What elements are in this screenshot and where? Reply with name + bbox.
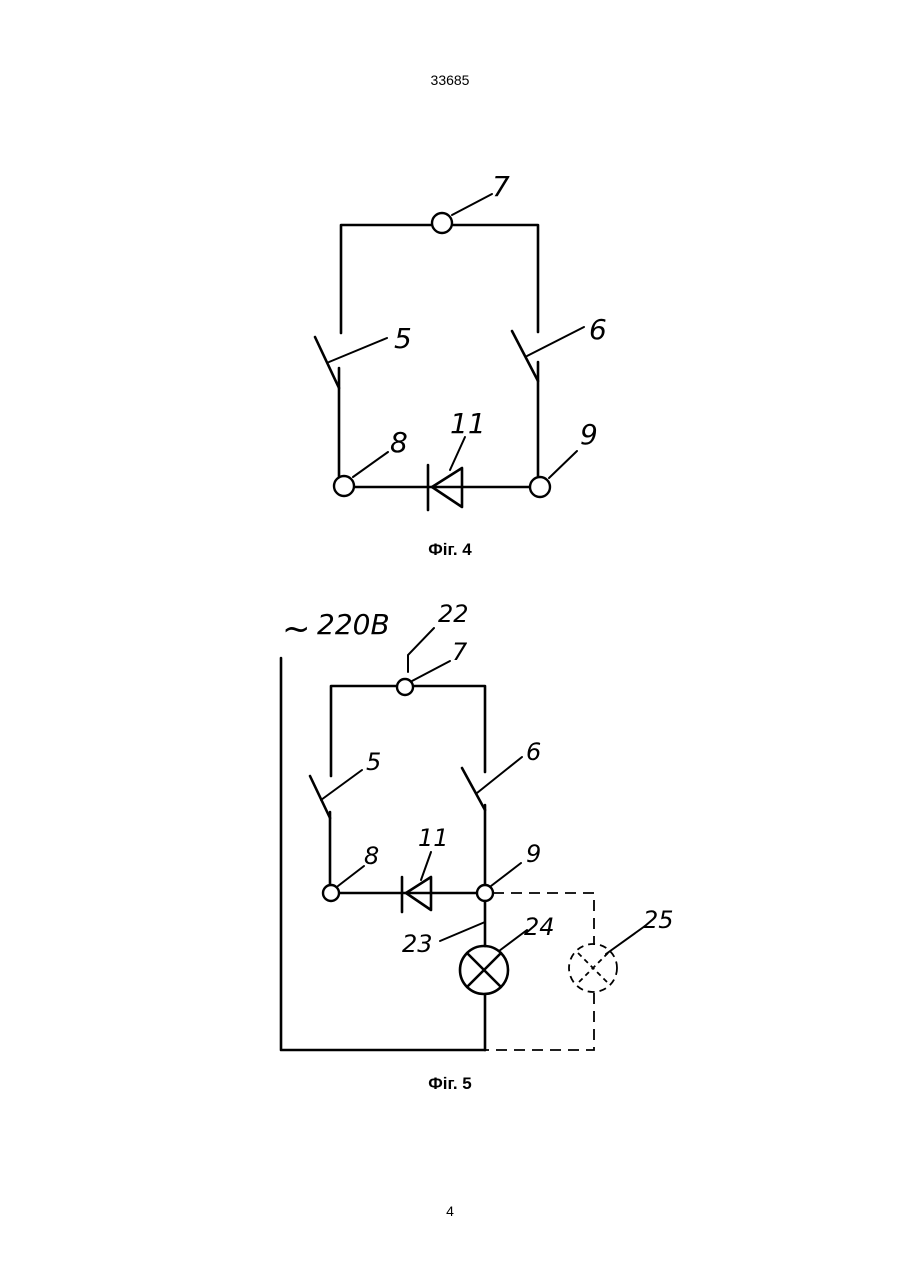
fig5-label-23: 23: [402, 930, 433, 958]
fig4-label-8: 8: [390, 426, 408, 459]
fig5-label-25: 25: [643, 906, 674, 934]
fig4-top-wire-left: [341, 225, 432, 333]
fig4-switch-5-blade: [315, 337, 339, 388]
fig5-label-7: 7: [452, 638, 468, 666]
fig5-leader-23: [440, 922, 485, 941]
fig5-terminal-7: [397, 679, 413, 695]
fig4-terminal-8: [334, 476, 354, 496]
fig5-top-wire-left: [331, 686, 397, 776]
fig4-leader-8: [353, 452, 388, 477]
fig5-leader-8: [338, 866, 364, 886]
fig5-supply-rail: [281, 658, 485, 1050]
fig5-label-24: 24: [524, 913, 555, 941]
fig4-label-9: 9: [580, 418, 598, 451]
fig5-label-8: 8: [364, 842, 379, 870]
fig4-leader-5: [329, 338, 387, 362]
fig4-label-7: 7: [492, 170, 510, 203]
fig5-leader-7: [412, 661, 450, 681]
fig5-diode-11: [402, 877, 431, 912]
fig5-leader-11: [421, 852, 431, 880]
fig5-caption: Фіг. 5: [0, 1074, 900, 1094]
fig5-tilde: ~: [282, 609, 311, 649]
fig5-terminal-8: [323, 885, 339, 901]
fig5-leader-5: [321, 770, 362, 800]
fig5-leader-9: [491, 863, 521, 886]
fig5-leader-24: [499, 930, 527, 951]
fig5-lamp-24-cross: [467, 953, 501, 987]
fig4-top-wire-right: [453, 225, 538, 332]
page-number: 4: [0, 1203, 900, 1219]
fig5-lamp-25-cross: [578, 953, 608, 983]
fig4-terminal-9: [530, 477, 550, 497]
fig4-label-6: 6: [589, 313, 607, 346]
fig5-label-6: 6: [526, 738, 541, 766]
fig4-label-5: 5: [394, 322, 412, 355]
fig4-leader-11: [450, 437, 465, 470]
fig5-leader-22: [408, 628, 434, 672]
fig4-switch-6-blade: [512, 331, 538, 381]
fig5-label-9: 9: [526, 840, 541, 868]
fig5-label-5: 5: [366, 748, 381, 776]
fig4-diagram: 7 5 6 11 8 9: [315, 170, 607, 510]
fig4-caption: Фіг. 4: [0, 540, 900, 560]
fig5-top-wire-right: [413, 686, 485, 772]
fig4-leader-7: [452, 194, 492, 215]
fig4-leader-6: [527, 327, 584, 356]
fig5-leader-25: [606, 926, 645, 954]
fig4-label-11: 11: [450, 407, 486, 440]
fig5-voltage-label: 220В: [317, 608, 390, 641]
fig5-terminal-9: [477, 885, 493, 901]
fig5-switch-5-blade: [310, 776, 330, 818]
fig5-diagram: ~ 220В 22 7 5 6 11 8 9: [281, 600, 674, 1050]
fig5-label-22: 22: [438, 600, 469, 628]
fig5-label-11: 11: [418, 824, 449, 852]
fig4-terminal-7: [432, 213, 452, 233]
fig4-leader-9: [549, 451, 577, 478]
